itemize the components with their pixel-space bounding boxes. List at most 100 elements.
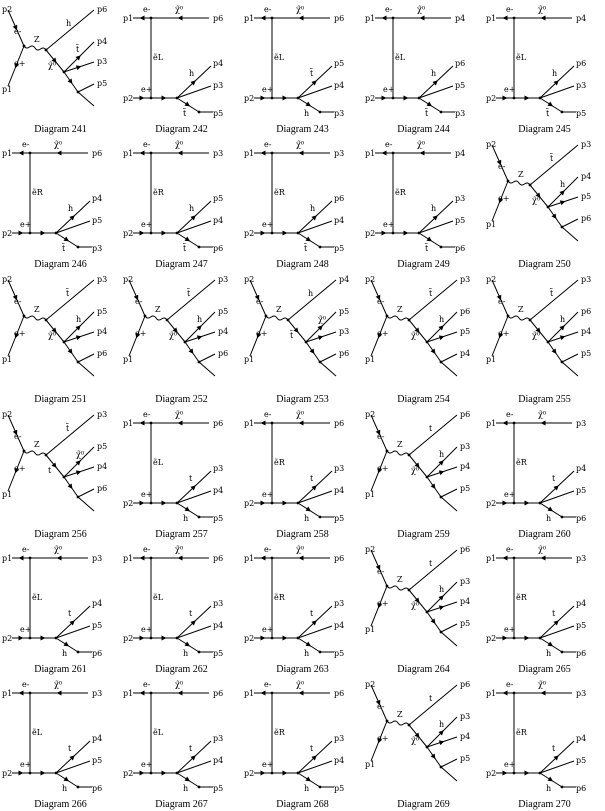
arrow-icon: [432, 80, 438, 86]
particle-label: χ̃⁰: [417, 140, 425, 149]
propagator-line: [297, 625, 333, 639]
arrow-icon: [161, 635, 167, 641]
external-momentum-label: p6: [576, 514, 586, 523]
external-momentum-label: p1: [365, 355, 375, 364]
vertex-dot: [318, 110, 322, 114]
arrow-icon: [298, 690, 304, 696]
external-momentum-label: p3: [581, 140, 591, 149]
particle-label: t̃: [182, 107, 187, 118]
particle-label: e-: [143, 410, 151, 419]
particle-label: χ̃⁰: [175, 545, 183, 554]
z-boson-wavy-line: [386, 315, 410, 321]
particle-label: χ̃⁰: [411, 466, 419, 475]
external-momentum-label: p4: [334, 486, 344, 495]
propagator-line: [440, 361, 458, 377]
particle-label: e+: [377, 734, 388, 743]
particle-label: χ̃⁰: [175, 680, 183, 689]
arrow-icon: [260, 500, 266, 506]
particle-label: ẽL: [153, 458, 164, 467]
particle-label: e-: [506, 5, 514, 14]
external-momentum-label: p2: [486, 94, 496, 103]
arrow-icon: [298, 420, 304, 426]
arrow-icon: [51, 327, 57, 333]
particle-label: h: [546, 784, 551, 793]
particle-label: t: [552, 609, 556, 618]
external-momentum-label: p1: [486, 355, 496, 364]
external-momentum-label: p6: [581, 307, 591, 316]
vertex-dot: [264, 314, 268, 318]
arrow-icon: [63, 641, 70, 647]
particle-label: e+: [14, 59, 25, 68]
external-momentum-label: p2: [365, 545, 375, 554]
z-boson-wavy-line: [144, 315, 168, 321]
arrow-icon: [540, 555, 546, 561]
particle-label: χ̃⁰: [532, 331, 540, 340]
external-momentum-label: p3: [460, 712, 470, 721]
external-momentum-label: p6: [92, 784, 102, 793]
diagram-caption: Diagram 242: [155, 124, 208, 135]
particle-label: χ̃⁰: [48, 331, 56, 340]
external-momentum-label: p1: [123, 554, 133, 563]
particle-label: h: [546, 649, 551, 658]
particle-label: χ̃⁰: [169, 331, 177, 340]
particle-label: h: [183, 649, 188, 658]
external-momentum-label: p2: [486, 769, 496, 778]
particle-label: t: [189, 609, 193, 618]
external-momentum-label: p4: [218, 327, 228, 336]
vertex-dot: [76, 245, 80, 249]
particle-label: e-: [377, 567, 385, 576]
particle-label: e+: [504, 625, 515, 634]
particle-label: e-: [377, 297, 385, 306]
arrow-icon: [260, 15, 266, 21]
arrow-icon: [161, 230, 167, 236]
vertex-dot: [197, 650, 201, 654]
arrow-icon: [381, 95, 387, 101]
external-momentum-label: p2: [244, 499, 254, 508]
arrow-icon: [18, 770, 24, 776]
particle-label: h: [304, 514, 309, 523]
arrow-icon: [184, 236, 191, 242]
arrow-icon: [311, 215, 317, 221]
particle-label: e+: [262, 625, 273, 634]
particle-label: t: [429, 559, 433, 568]
propagator-line: [539, 85, 575, 99]
particle-label: ẽR: [274, 593, 286, 602]
diagram-caption: Diagram 264: [397, 664, 450, 675]
arrow-icon: [12, 429, 18, 436]
propagator-line: [166, 279, 216, 321]
arrow-icon: [184, 101, 191, 107]
arrow-icon: [172, 327, 178, 333]
external-momentum-label: p2: [2, 769, 12, 778]
external-momentum-label: p1: [244, 14, 254, 23]
diagram-caption: Diagram 253: [276, 394, 329, 405]
propagator-line: [529, 144, 579, 186]
particle-label: χ̃⁰: [318, 315, 326, 324]
particle-label: χ̃⁰: [48, 61, 56, 70]
particle-label: h: [560, 180, 565, 189]
arrow-icon: [502, 690, 508, 696]
z-boson-wavy-line: [507, 180, 531, 186]
external-momentum-label: p5: [213, 649, 223, 658]
arrow-icon: [311, 620, 317, 626]
propagator-line: [77, 83, 95, 93]
propagator-line: [440, 353, 458, 363]
arrow-icon: [254, 294, 260, 301]
particle-label: e+: [504, 490, 515, 499]
particle-label: t: [310, 474, 314, 483]
particle-label: Z: [397, 440, 403, 449]
particle-label: e-: [143, 140, 151, 149]
external-momentum-label: p1: [486, 220, 496, 229]
particle-label: t: [429, 424, 433, 433]
particle-label: t̃: [309, 67, 314, 78]
external-momentum-label: p6: [339, 349, 349, 358]
diagram-caption: Diagram 261: [34, 664, 87, 675]
external-momentum-label: p1: [365, 760, 375, 769]
particle-label: t: [429, 694, 433, 703]
propagator-line: [77, 496, 95, 512]
arrow-icon: [14, 467, 20, 474]
arrow-icon: [414, 597, 420, 603]
particle-label: h: [439, 585, 444, 594]
